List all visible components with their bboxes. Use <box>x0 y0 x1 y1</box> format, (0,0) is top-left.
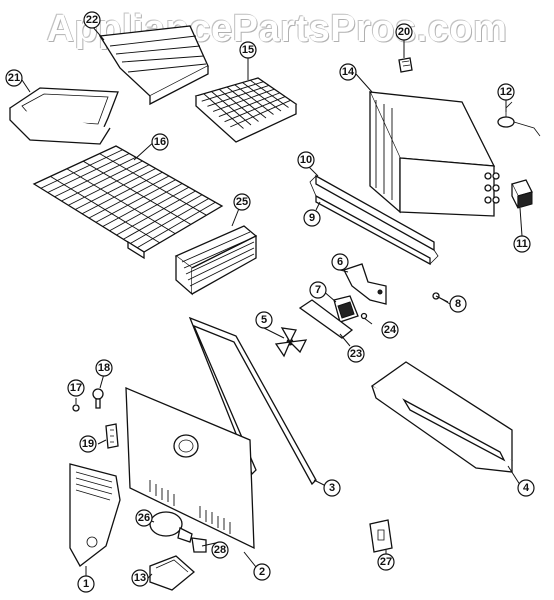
callout-26-label: 26 <box>138 512 150 524</box>
part-bracket <box>343 263 387 305</box>
part-gasket <box>188 316 317 486</box>
callout-28: 28 <box>211 541 229 559</box>
callout-24-label: 24 <box>384 324 397 336</box>
callout-7-label: 7 <box>315 284 321 296</box>
callout-17-label: 17 <box>70 382 82 394</box>
callout-1-label: 1 <box>83 578 89 590</box>
callout-11: 11 <box>513 235 531 253</box>
callout-24: 24 <box>381 321 399 339</box>
callout-5-label: 5 <box>261 314 267 326</box>
callout-27: 27 <box>377 553 395 571</box>
part-shelf-bracket <box>174 225 258 296</box>
callout-19: 19 <box>79 435 97 453</box>
callout-3-label: 3 <box>329 482 335 494</box>
callout-8: 8 <box>449 295 467 313</box>
callout-23-label: 23 <box>350 348 362 360</box>
part-sensor <box>497 101 541 137</box>
callout-27-label: 27 <box>380 556 392 568</box>
part-relay <box>511 179 533 209</box>
callout-12: 12 <box>497 83 515 101</box>
part-light-shield <box>105 423 119 449</box>
callout-28-label: 28 <box>214 544 226 556</box>
part-main-panel <box>125 387 255 550</box>
callout-4: 4 <box>517 479 535 497</box>
callout-9-label: 9 <box>309 212 315 224</box>
callout-17: 17 <box>67 379 85 397</box>
part-bulb <box>149 511 193 543</box>
callout-4-label: 4 <box>523 482 530 494</box>
callout-9: 9 <box>303 209 321 227</box>
callout-19-label: 19 <box>82 438 94 450</box>
callout-13-label: 13 <box>134 572 146 584</box>
part-fan-blade <box>274 327 308 358</box>
callout-13: 13 <box>131 569 149 587</box>
callout-14-label: 14 <box>342 66 355 78</box>
callout-2: 2 <box>253 563 271 581</box>
part-tray <box>9 87 119 145</box>
callout-20: 20 <box>395 23 413 41</box>
part-small-bracket <box>369 519 393 553</box>
evaporator-tubes <box>484 172 500 204</box>
callout-14: 14 <box>339 63 357 81</box>
part-defrost-heater <box>309 174 439 266</box>
callout-6-label: 6 <box>337 256 343 268</box>
callout-15-label: 15 <box>242 44 254 56</box>
part-screw-small <box>72 404 80 412</box>
callout-11-label: 11 <box>516 238 528 250</box>
part-small-screw <box>360 312 368 320</box>
callout-20-label: 20 <box>398 26 410 38</box>
callout-5: 5 <box>255 311 273 329</box>
callout-23: 23 <box>347 345 365 363</box>
part-screw <box>432 292 449 303</box>
part-evaporator <box>368 91 500 217</box>
callout-26: 26 <box>135 509 153 527</box>
callout-22-label: 22 <box>86 14 98 26</box>
part-socket <box>191 537 207 553</box>
part-wire-shelf <box>32 145 224 260</box>
part-ice-tray <box>194 77 298 143</box>
part-lamp-cover <box>149 555 196 591</box>
callout-1: 1 <box>77 575 95 593</box>
part-fan-motor <box>298 295 359 339</box>
callout-12-label: 12 <box>500 86 512 98</box>
part-cover-panel <box>98 25 209 106</box>
part-control-housing <box>69 463 121 567</box>
callout-25-label: 25 <box>236 196 248 208</box>
callout-18: 18 <box>95 359 113 377</box>
callout-10: 10 <box>297 151 315 169</box>
callout-16: 16 <box>151 133 169 151</box>
part-clip <box>398 57 413 73</box>
callout-21: 21 <box>5 69 23 87</box>
callout-18-label: 18 <box>98 362 110 374</box>
callout-25: 25 <box>233 193 251 211</box>
callout-10-label: 10 <box>300 154 312 166</box>
callout-21-label: 21 <box>8 72 20 84</box>
callout-2-label: 2 <box>259 566 265 578</box>
callout-15: 15 <box>239 41 257 59</box>
part-knob <box>92 388 104 409</box>
callout-7: 7 <box>309 281 327 299</box>
callout-8-label: 8 <box>455 298 461 310</box>
callout-16-label: 16 <box>154 136 166 148</box>
callout-6: 6 <box>331 253 349 271</box>
callout-22: 22 <box>83 11 101 29</box>
callout-3: 3 <box>323 479 341 497</box>
part-trim-rail <box>370 361 513 473</box>
